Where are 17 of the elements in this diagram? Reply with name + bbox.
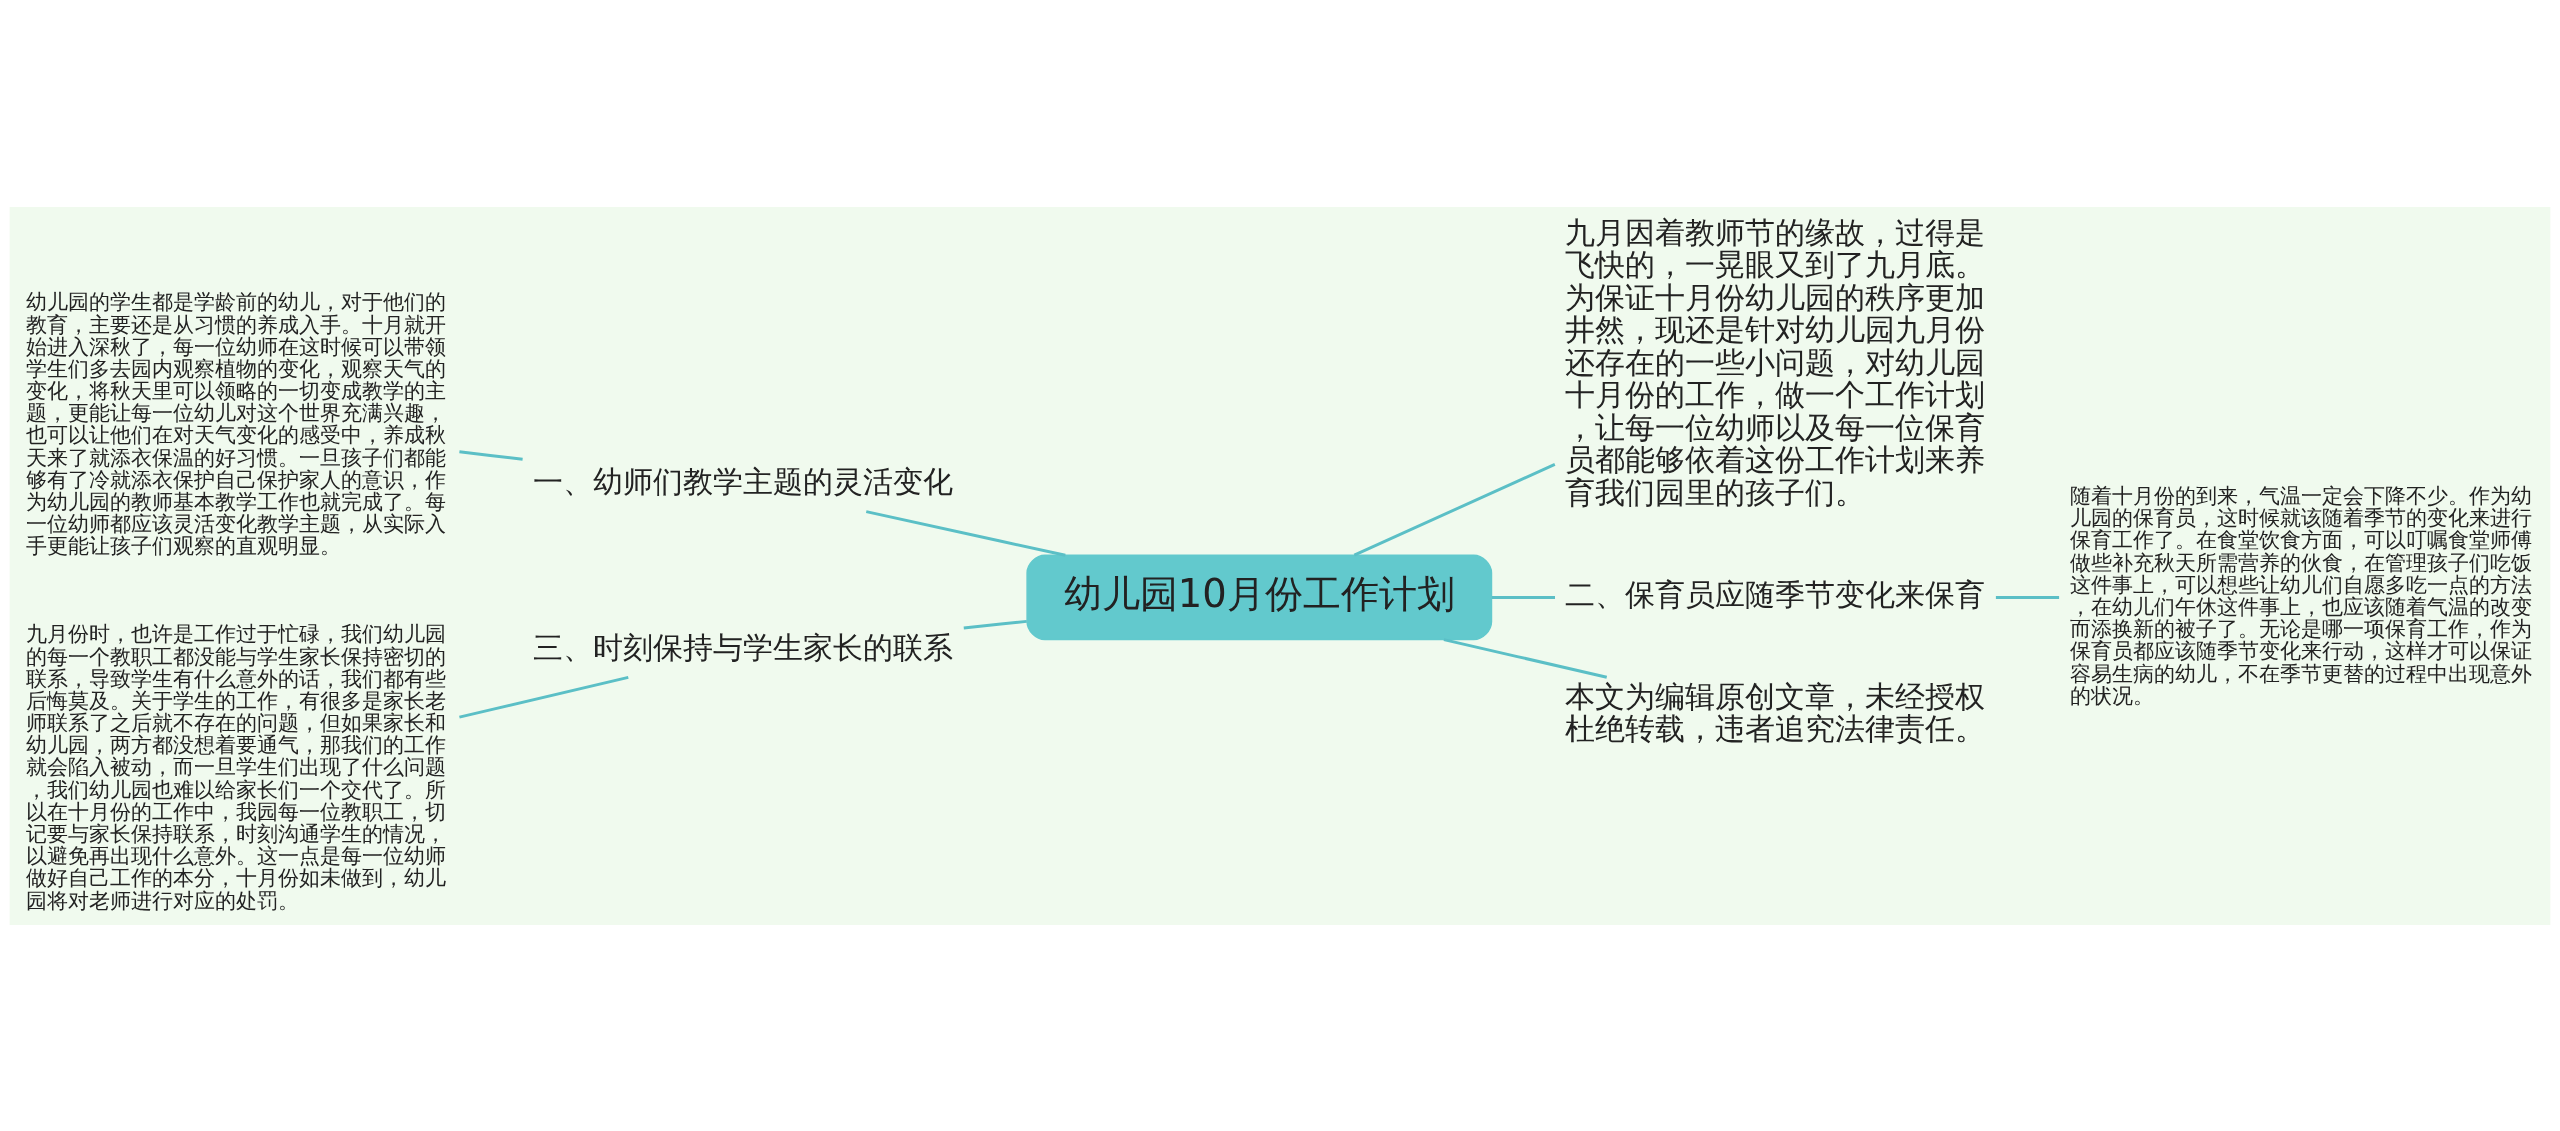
node-text: 幼儿园的学生都是学龄前的幼儿，对于他们的教育，主要还是从习惯的养成入手。十月就开始进入深秋了，每一位幼师在这时候可以带领学生们多去园内观察植物的变化，观察天气的变化，将秋天里可以领略的一切变成教学的主题，更能让每一位幼儿对这个世界充满兴趣，也可以让他们在对天气变化的感受中，养成秋天来了就添衣保温的好习惯。一旦孩子们都能够有了冷就添衣保护自己保护家人的意识，作为幼儿园的教师基本教学工作也就完成了。每一位幼师都应该灵活变化教学主题，从实际入手更能让孩子们观察的直观明显。 [25,289,446,558]
node-text: 九月份时，也许是工作过于忙碌，我们幼儿园的每一个教职工都没能与学生家长保持密切的联系，导致学生有什么意外的话，我们都有些后悔莫及。关于学生的工作，有很多是家长老师联系了之后就不存在的问题，但如果家长和幼儿园，两方都没想着要通气，那我们的工作就会陷入被动，而一旦学生们出现了什么问题，我们幼儿园也难以给家长们一个交代了。所以在十月份的工作中，我园每一位教职工，切记要与家长保持联系，时刻沟通学生的情况，以避免再出现什么意外。这一点是每一位幼师做好自己工作的本分，十月份如未做到，幼儿园将对老师进行对应的处罚。 [25,621,446,913]
connector [1995,595,2060,599]
node-text: 一、幼师们教学主题的灵活变化 [533,464,954,499]
node-box: 幼儿园10月份工作计划 [1026,554,1493,640]
node-text: 三、时刻保持与学生家长的联系 [533,630,954,665]
connector [459,675,629,719]
node-text: 二、保育员应随季节变化来保育 [1565,577,1986,612]
node-text: 九月因着教师节的缘故，过得是飞快的，一晃眼又到了九月底。为保证十月份幼儿园的秩序更加井然，现还是针对幼儿园九月份还存在的一些小问题，对幼儿园十月份的工作，做一个工作计划，让每一位幼师以及每一位保育员都能够依着这份工作计划来养育我们园里的孩子们。 [1565,214,1986,510]
node-text: 本文为编辑原创文章，未经授权杜绝转载，违者追究法律责任。 [1565,679,1986,746]
connector [963,619,1027,629]
connector [1443,637,1608,679]
connector [1353,462,1556,556]
connector [865,509,1066,557]
connector [459,449,523,461]
connector [1491,595,1555,599]
node-text: 随着十月份的到来，气温一定会下降不少。作为幼儿园的保育员，这时候就该随着季节的变化来进行保育工作了。在食堂饮食方面，可以叮嘱食堂师傅做些补充秋天所需营养的伙食，在管理孩子们吃饭这件事上，可以想些让幼儿们自愿多吃一点的方法，在幼儿们午休这件事上，也应该随着气温的改变而添换新的被子了。无论是哪一项保育工作，作为保育员都应该随季节变化来行动，这样才可以保证容易生病的幼儿，不在季节更替的过程中出现意外的状况。 [2069,483,2532,708]
